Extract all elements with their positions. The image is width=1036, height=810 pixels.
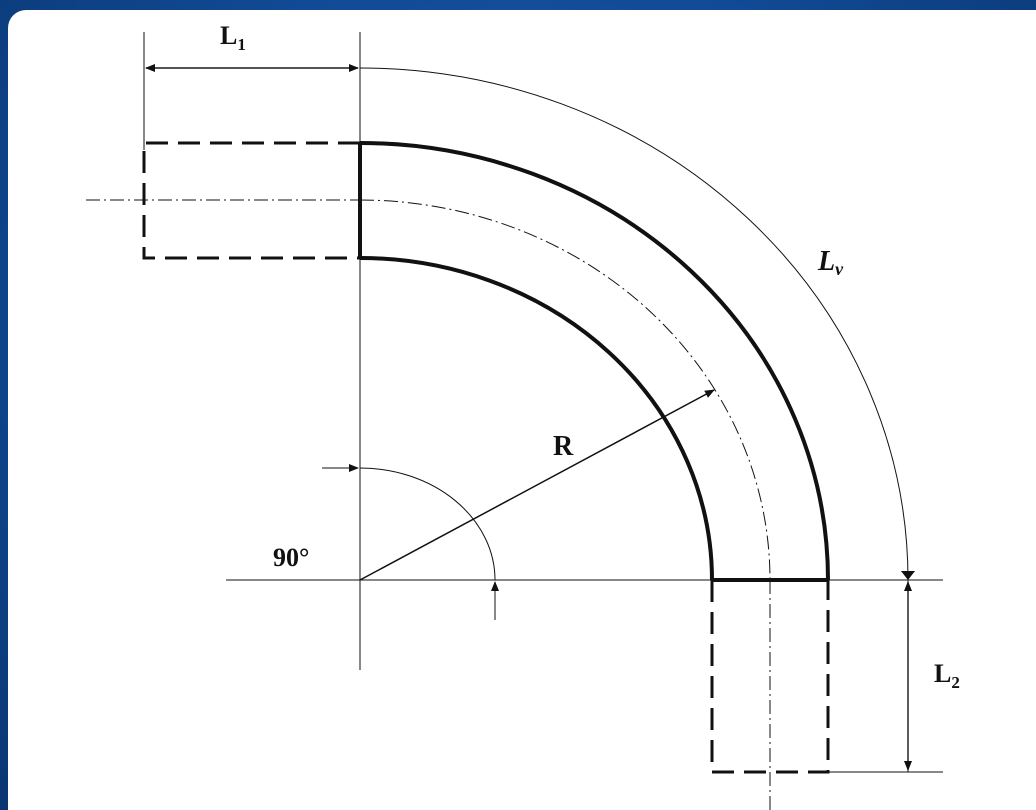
drawing-panel: L1 L2 Lv R 90°	[8, 10, 1036, 810]
left-straight-extension	[142, 141, 360, 260]
bend-inner-wall	[359, 256, 714, 581]
l1-label: L1	[220, 21, 246, 54]
radius-label: R	[553, 431, 574, 462]
pipe-bend-diagram: L1 L2 Lv R 90°	[86, 21, 960, 810]
angle-label: 90°	[273, 543, 309, 572]
angle-arc	[359, 467, 496, 581]
lv-label: Lv	[817, 246, 844, 279]
developed-length-arc	[359, 67, 909, 581]
bend-outer-wall	[359, 141, 830, 581]
bend-centerline-arc	[359, 199, 771, 581]
l2-label: L2	[934, 659, 960, 692]
radius-arrow	[359, 389, 715, 581]
bottom-straight-extension	[710, 580, 830, 774]
lv-end-arrow	[901, 571, 915, 580]
